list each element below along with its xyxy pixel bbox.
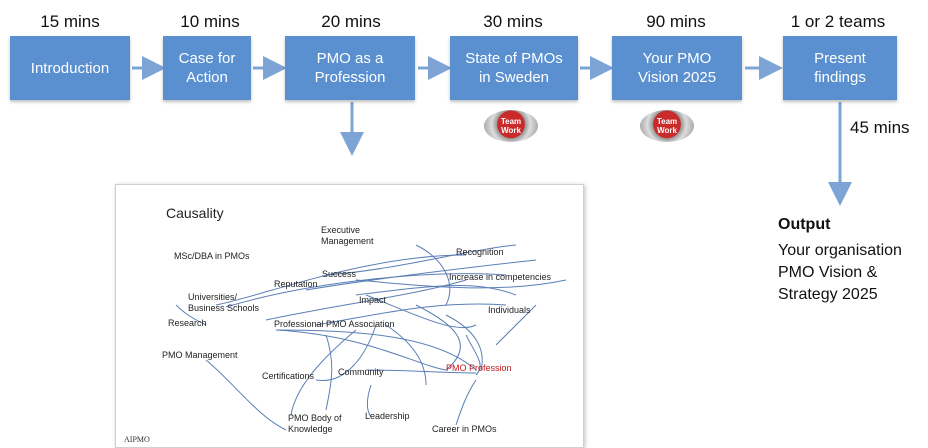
node-community: Community: [338, 367, 384, 377]
node-pmo-body-of-knowledge: PMO Body of Knowledge: [288, 413, 342, 434]
step-label: Case for Action: [178, 50, 236, 86]
node-pmo-management: PMO Management: [162, 350, 238, 360]
step-present-findings: Present findings: [783, 36, 897, 100]
node-executive-management: Executive Management: [321, 225, 374, 246]
aipmo-logo: AIPMO: [124, 435, 150, 444]
step-introduction: Introduction: [10, 36, 130, 100]
team-work-badge: Team Work: [640, 110, 694, 142]
step-label: Introduction: [30, 59, 110, 77]
step-vision-2025: Your PMO Vision 2025: [612, 36, 742, 100]
node-research: Research: [168, 318, 207, 328]
duration-vision-2025: 90 mins: [646, 12, 706, 31]
team-work-badge: Team Work: [484, 110, 538, 142]
node-individuals: Individuals: [488, 305, 531, 315]
output-text: Your organisation PMO Vision & Strategy …: [778, 242, 902, 303]
step-pmo-profession: PMO as a Profession: [285, 36, 415, 100]
node-recognition: Recognition: [456, 247, 504, 257]
step-label: PMO as a Profession: [314, 50, 386, 86]
causality-slide: Causality: [115, 184, 584, 448]
duration-introduction: 15 mins: [40, 12, 100, 31]
node-reputation: Reputation: [274, 279, 318, 289]
node-leadership: Leadership: [365, 411, 410, 421]
node-pmo-profession: PMO Profession: [446, 363, 512, 373]
step-label: State of PMOs in Sweden: [465, 50, 563, 86]
node-universities: Universities/ Business Schools: [188, 292, 260, 313]
step-label: Your PMO Vision 2025: [637, 50, 717, 86]
causality-title: Causality: [166, 205, 224, 221]
duration-present-findings: 1 or 2 teams: [790, 12, 886, 31]
causality-links: [175, 244, 567, 431]
duration-state-of-pmos: 30 mins: [483, 12, 543, 31]
output-title: Output: [778, 216, 831, 233]
duration-pmo-profession: 20 mins: [321, 12, 381, 31]
node-success: Success: [322, 269, 357, 279]
step-label: Present findings: [814, 50, 866, 86]
node-certifications: Certifications: [262, 371, 315, 381]
node-career-in-pmos: Career in PMOs: [432, 424, 497, 434]
node-impact: Impact: [359, 295, 387, 305]
node-professional-association: Professional PMO Association: [274, 319, 395, 329]
present-duration: 45 mins: [850, 118, 910, 137]
node-msc-dba: MSc/DBA in PMOs: [174, 251, 250, 261]
duration-case-for-action: 10 mins: [180, 12, 240, 31]
step-case-for-action: Case for Action: [163, 36, 251, 100]
node-increase-competencies: Increase in competencies: [449, 272, 552, 282]
step-state-of-pmos: State of PMOs in Sweden: [450, 36, 578, 100]
